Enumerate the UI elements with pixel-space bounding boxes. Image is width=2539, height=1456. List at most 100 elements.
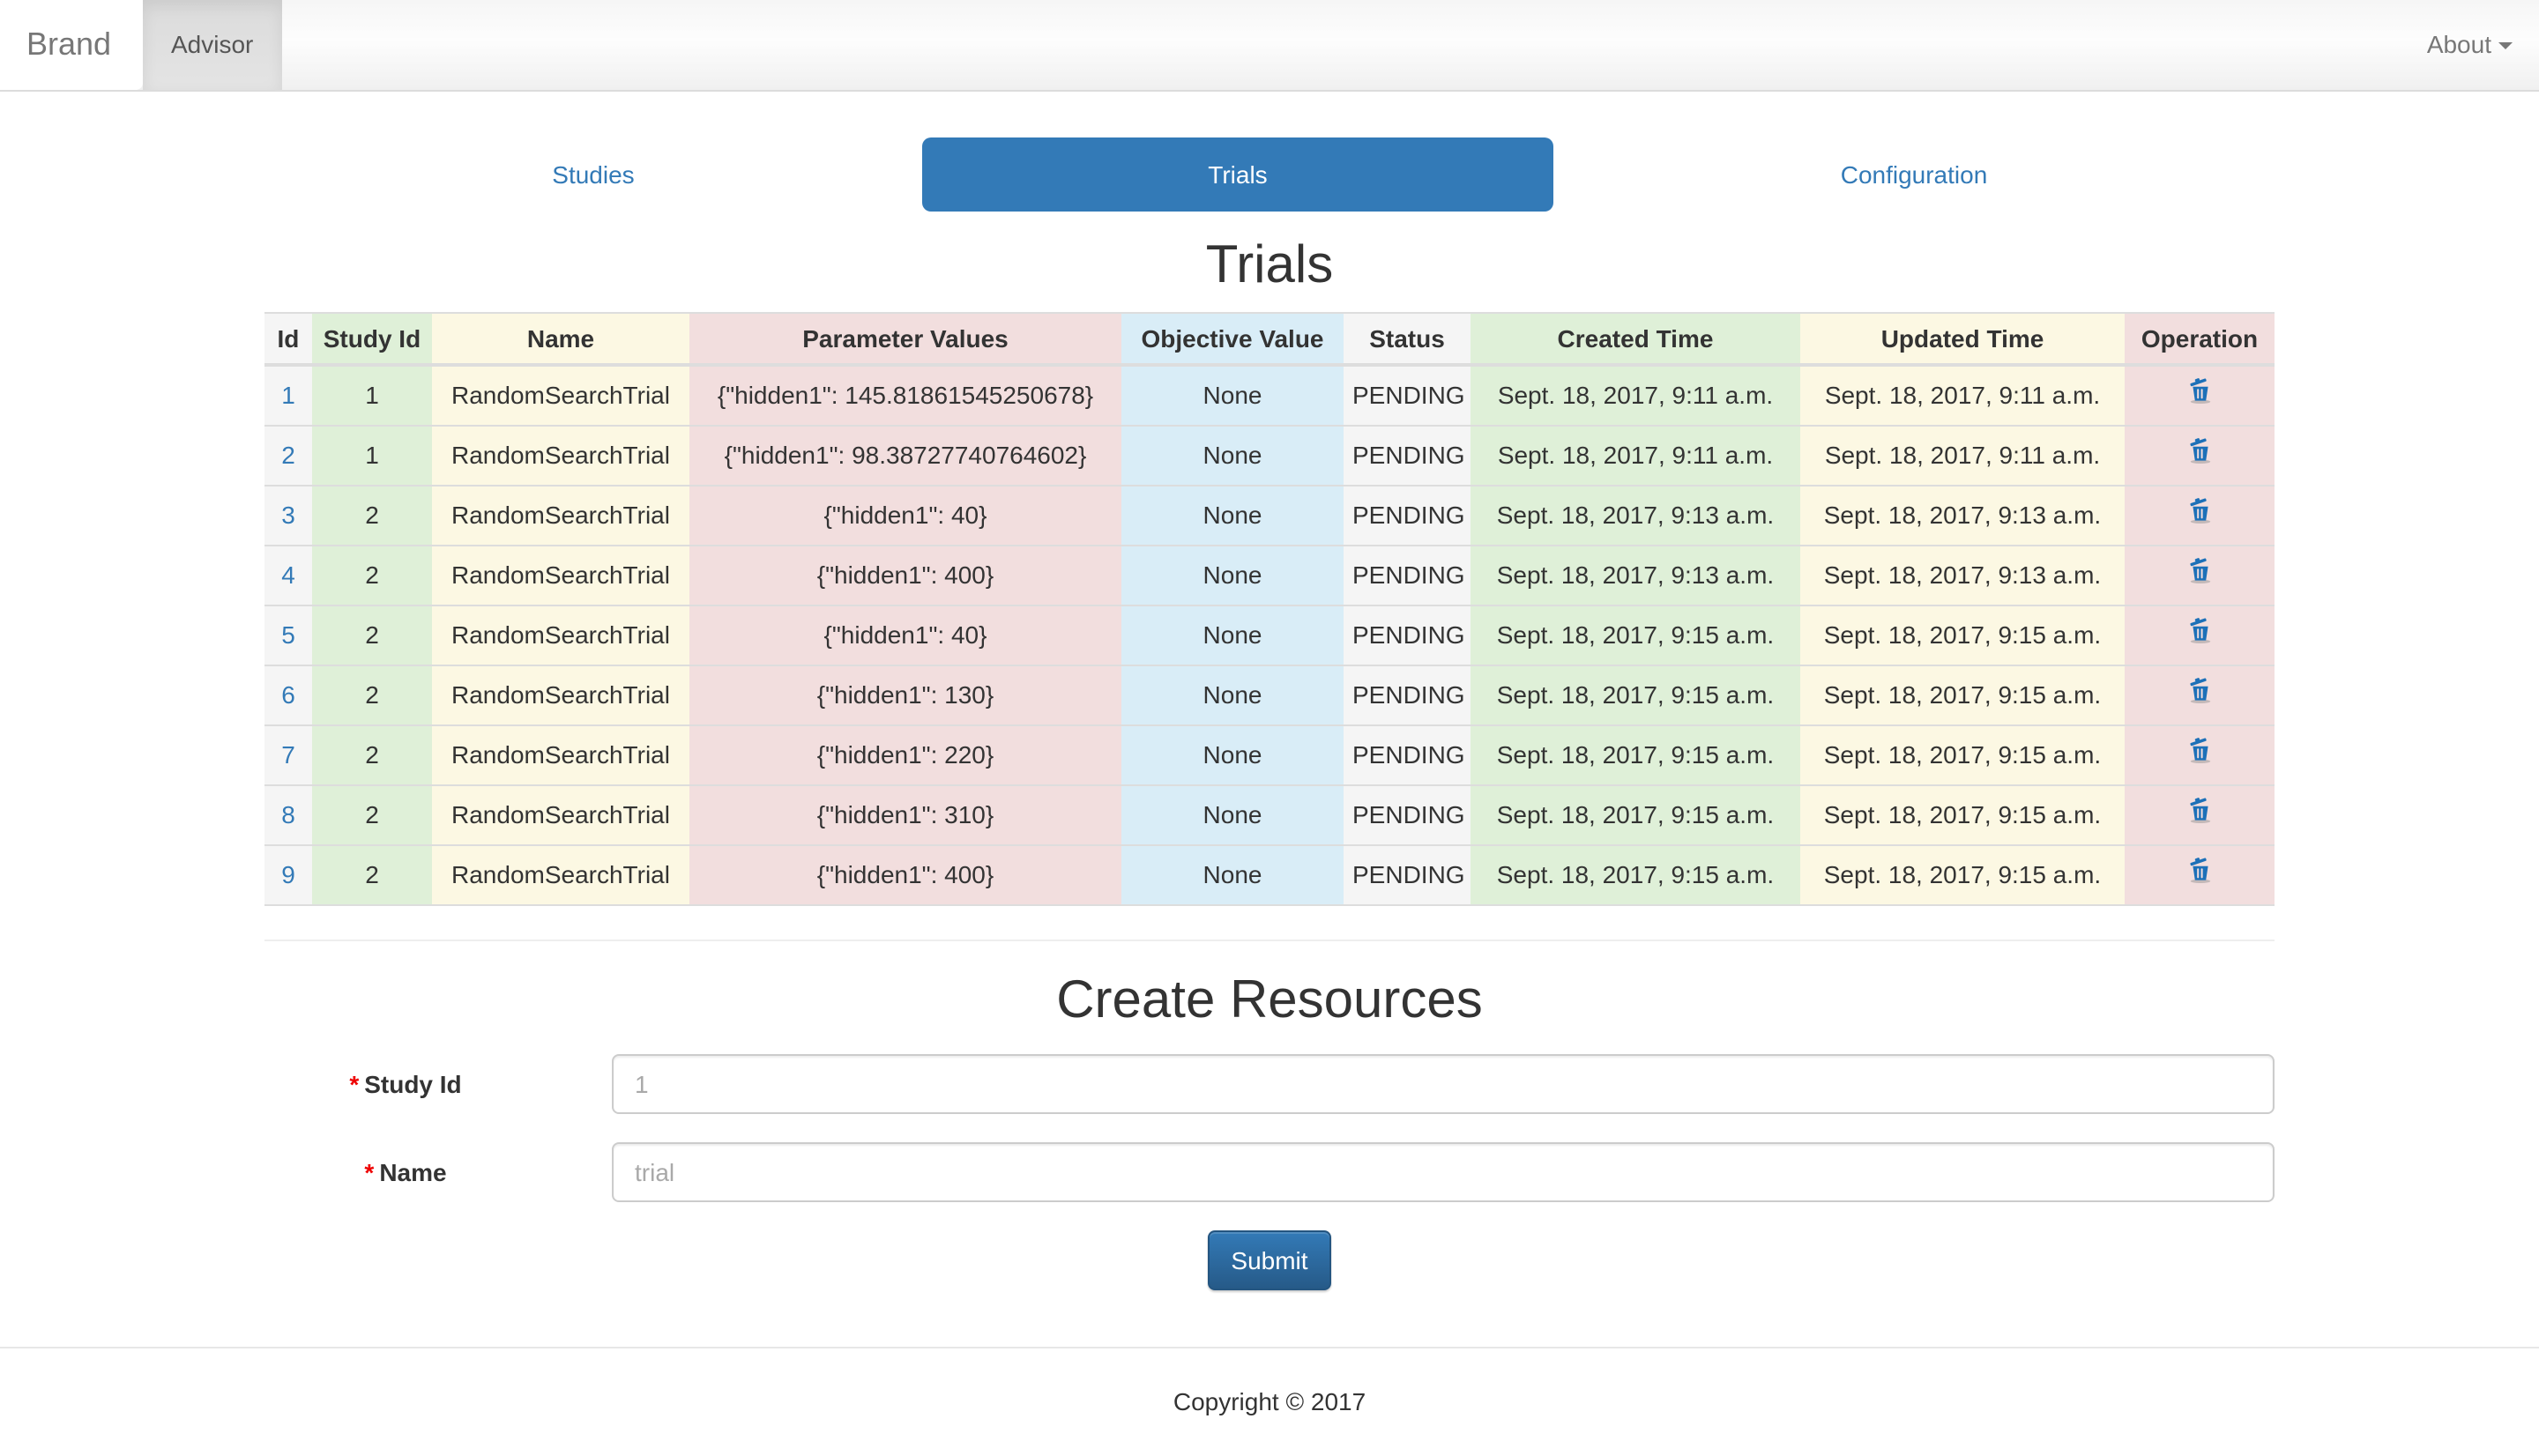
delete-trial-button[interactable]	[2187, 377, 2212, 404]
cell-status: PENDING	[1344, 365, 1471, 427]
navbar-brand[interactable]: Brand	[26, 26, 112, 62]
cell-objective: None	[1121, 546, 1344, 606]
cell-id: 3	[264, 486, 312, 546]
form-row-name: *Name	[264, 1142, 2275, 1202]
cell-study-id: 1	[312, 365, 432, 427]
tab-trials[interactable]: Trials	[922, 137, 1553, 212]
cell-status: PENDING	[1344, 665, 1471, 726]
copyright-text: Copyright © 2017	[1173, 1387, 1366, 1415]
delete-trial-button[interactable]	[2187, 497, 2212, 524]
cell-params: {"hidden1": 40}	[689, 486, 1121, 546]
trial-id-link[interactable]: 9	[281, 860, 295, 888]
cell-name: RandomSearchTrial	[432, 365, 689, 427]
column-header: Id	[264, 313, 312, 367]
cell-objective: None	[1121, 785, 1344, 846]
cell-created: Sept. 18, 2017, 9:15 a.m.	[1471, 785, 1800, 846]
delete-trial-button[interactable]	[2187, 617, 2212, 643]
cell-operation	[2125, 725, 2275, 786]
delete-trial-button[interactable]	[2187, 737, 2212, 763]
submit-button[interactable]: Submit	[1208, 1230, 1331, 1290]
delete-trial-button[interactable]	[2187, 557, 2212, 583]
cell-status: PENDING	[1344, 785, 1471, 846]
trial-id-link[interactable]: 2	[281, 441, 295, 469]
about-dropdown[interactable]: About	[2401, 0, 2539, 90]
cell-id: 8	[264, 785, 312, 846]
section-tabs: Studies Trials Configuration	[264, 137, 2275, 212]
column-header: Created Time	[1471, 313, 1800, 367]
nav-item-advisor[interactable]: Advisor	[143, 0, 282, 90]
cell-status: PENDING	[1344, 486, 1471, 546]
trash-icon	[2189, 558, 2210, 583]
trial-id-link[interactable]: 7	[281, 740, 295, 769]
trash-icon	[2189, 498, 2210, 524]
cell-id: 5	[264, 605, 312, 666]
cell-operation	[2125, 426, 2275, 487]
column-header: Objective Value	[1121, 313, 1344, 367]
cell-operation	[2125, 665, 2275, 726]
cell-id: 7	[264, 725, 312, 786]
cell-params: {"hidden1": 400}	[689, 546, 1121, 606]
cell-created: Sept. 18, 2017, 9:15 a.m.	[1471, 605, 1800, 666]
cell-params: {"hidden1": 145.81861545250678}	[689, 365, 1121, 427]
cell-objective: None	[1121, 845, 1344, 906]
name-field[interactable]	[612, 1142, 2275, 1202]
tab-cell: Studies	[264, 137, 922, 212]
cell-operation	[2125, 845, 2275, 906]
cell-params: {"hidden1": 130}	[689, 665, 1121, 726]
cell-operation	[2125, 605, 2275, 666]
cell-updated: Sept. 18, 2017, 9:11 a.m.	[1800, 365, 2125, 427]
delete-trial-button[interactable]	[2187, 437, 2212, 464]
section-divider	[264, 940, 2275, 941]
cell-study-id: 2	[312, 605, 432, 666]
delete-trial-button[interactable]	[2187, 677, 2212, 703]
cell-created: Sept. 18, 2017, 9:15 a.m.	[1471, 845, 1800, 906]
trash-icon	[2189, 738, 2210, 763]
cell-status: PENDING	[1344, 605, 1471, 666]
cell-params: {"hidden1": 400}	[689, 845, 1121, 906]
column-header: Study Id	[312, 313, 432, 367]
cell-updated: Sept. 18, 2017, 9:13 a.m.	[1800, 486, 2125, 546]
brand-highlight	[0, 0, 143, 90]
cell-operation	[2125, 486, 2275, 546]
column-header: Operation	[2125, 313, 2275, 367]
cell-objective: None	[1121, 426, 1344, 487]
cell-operation	[2125, 546, 2275, 606]
study-id-field[interactable]	[612, 1054, 2275, 1114]
cell-objective: None	[1121, 486, 1344, 546]
trash-icon	[2189, 678, 2210, 703]
trial-id-link[interactable]: 8	[281, 800, 295, 828]
trial-id-link[interactable]: 3	[281, 501, 295, 529]
trash-icon	[2189, 798, 2210, 823]
trial-id-link[interactable]: 4	[281, 561, 295, 589]
name-label: *Name	[364, 1158, 447, 1186]
cell-id: 9	[264, 845, 312, 906]
trial-id-link[interactable]: 1	[281, 381, 295, 409]
column-header: Name	[432, 313, 689, 367]
tab-cell: Configuration	[1553, 137, 2275, 212]
navbar: Brand Advisor About	[0, 0, 2539, 92]
delete-trial-button[interactable]	[2187, 857, 2212, 883]
cell-study-id: 2	[312, 845, 432, 906]
tab-configuration[interactable]: Configuration	[1840, 160, 1988, 189]
delete-trial-button[interactable]	[2187, 797, 2212, 823]
trial-id-link[interactable]: 6	[281, 680, 295, 709]
cell-study-id: 2	[312, 546, 432, 606]
cell-name: RandomSearchTrial	[432, 486, 689, 546]
required-asterisk: *	[364, 1158, 375, 1186]
trial-id-link[interactable]: 5	[281, 620, 295, 649]
tab-studies[interactable]: Studies	[552, 160, 635, 189]
column-header: Updated Time	[1800, 313, 2125, 367]
cell-operation	[2125, 785, 2275, 846]
cell-created: Sept. 18, 2017, 9:15 a.m.	[1471, 665, 1800, 726]
create-resources-title: Create Resources	[1056, 971, 1483, 1029]
cell-updated: Sept. 18, 2017, 9:15 a.m.	[1800, 665, 2125, 726]
study-id-label: *Study Id	[349, 1070, 462, 1098]
column-header: Status	[1344, 313, 1471, 367]
